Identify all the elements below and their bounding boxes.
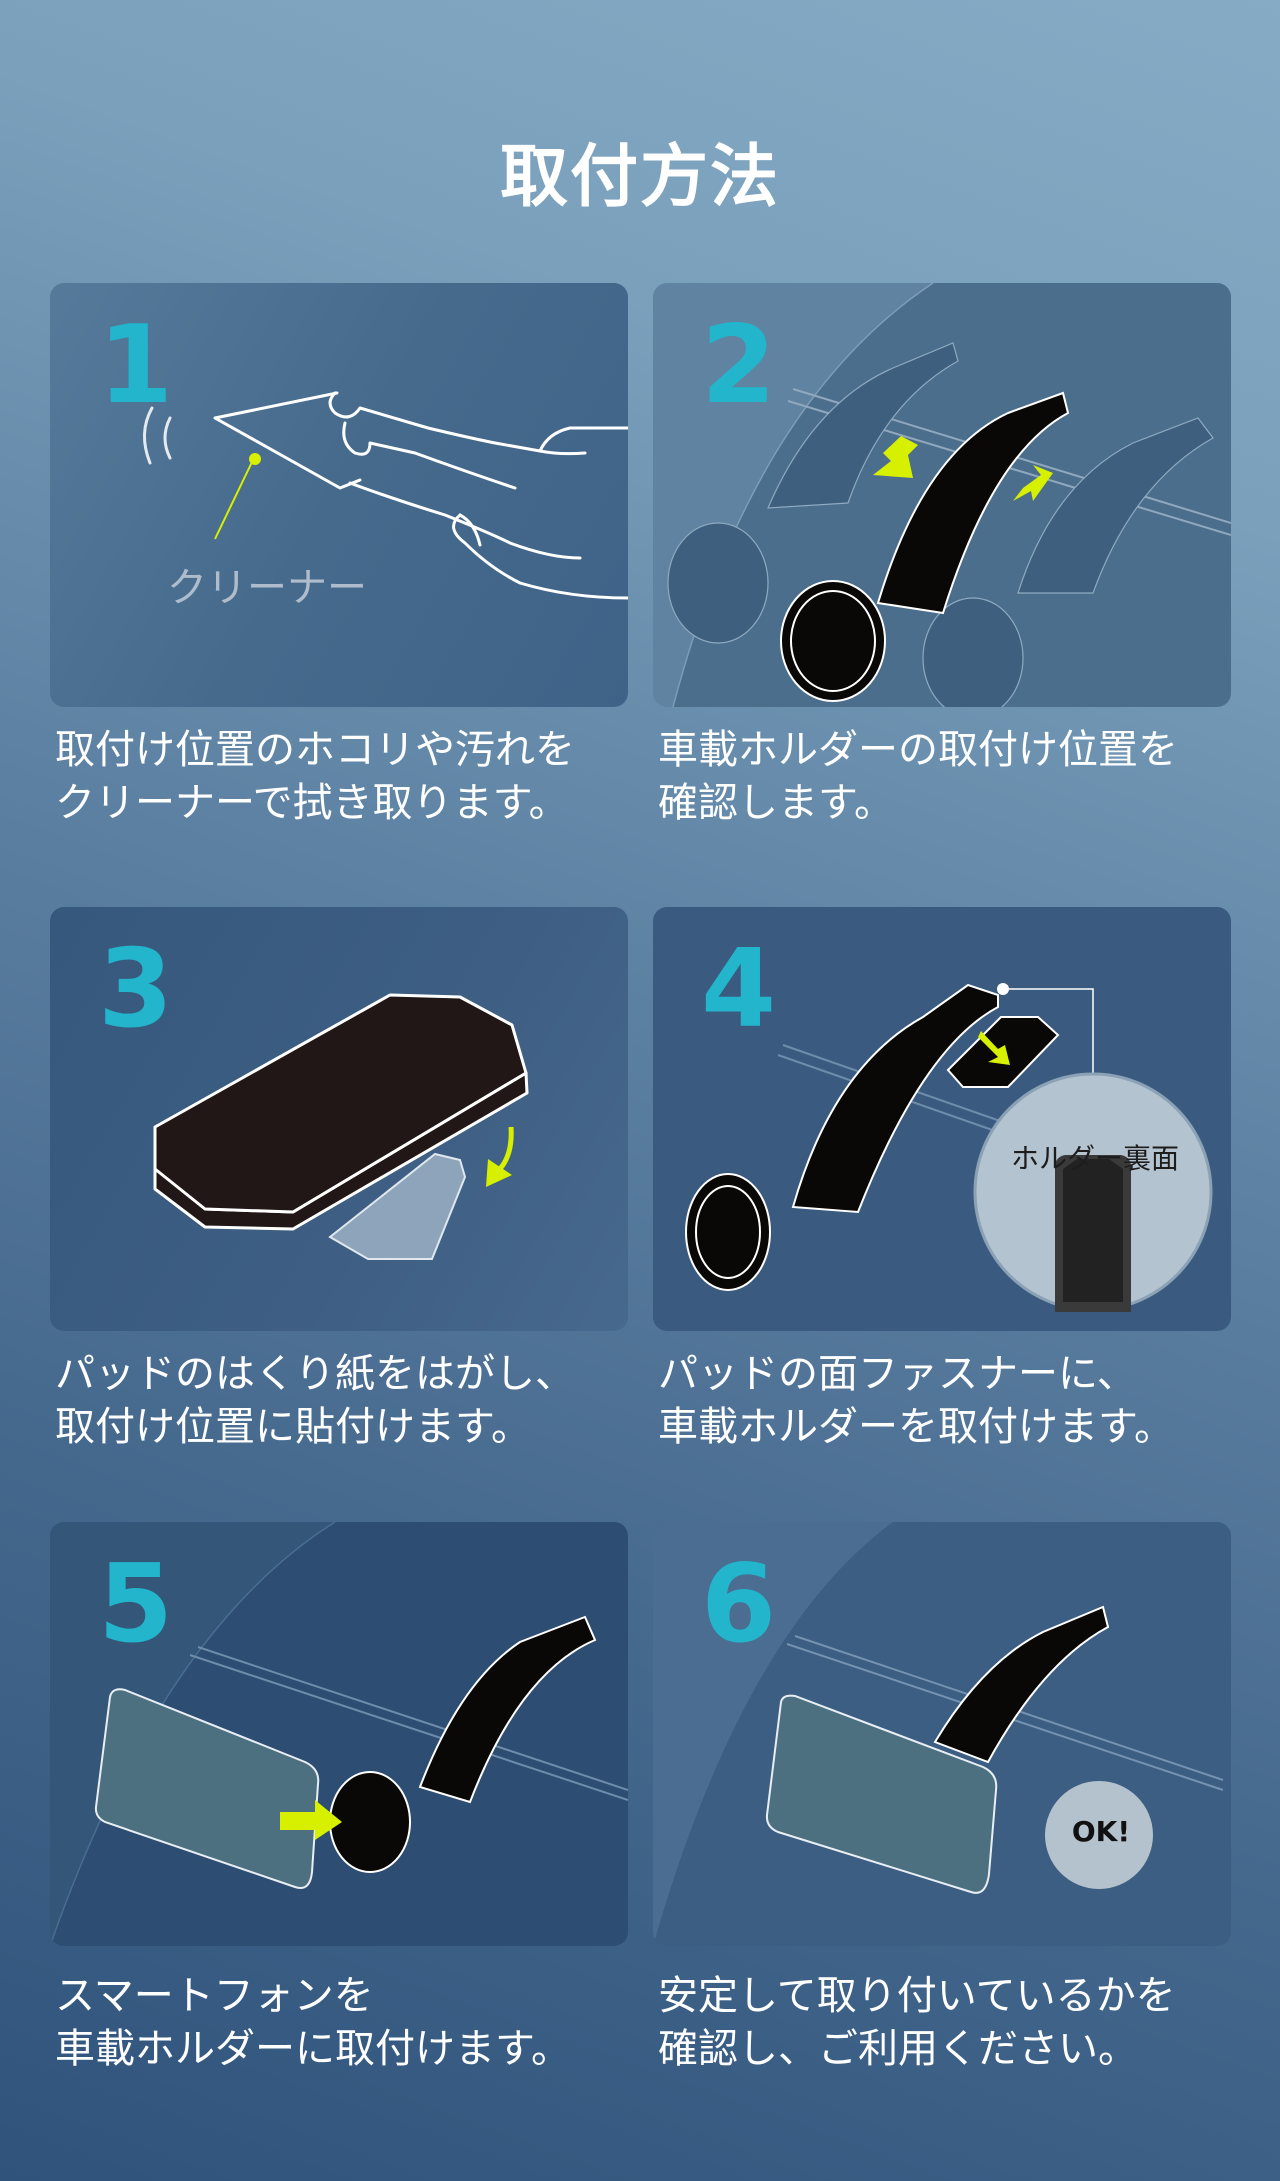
- step-1-panel: 1 クリーナー: [50, 283, 628, 707]
- caption-line: 車載ホルダーの取付け位置を: [658, 727, 1178, 773]
- step-2-panel: 2: [653, 283, 1231, 707]
- step-number: 3: [98, 927, 174, 1052]
- caption-line: 安定して取り付いているかを: [658, 1973, 1176, 2019]
- step-6-panel: 6 OK!: [653, 1522, 1231, 1946]
- attach-holder-illustration: [685, 983, 1213, 1312]
- caption-line: パッドのはくり紙をはがし、: [55, 1351, 575, 1397]
- caption-line: 車載ホルダーに取付けます。: [55, 2026, 571, 2072]
- step-5-panel: 5: [50, 1522, 628, 1946]
- step-3-panel: 3: [50, 907, 628, 1331]
- phone-mounted-illustration: [653, 1522, 1224, 1946]
- caption-line: クリーナーで拭き取ります。: [55, 780, 569, 826]
- attach-phone-illustration: [50, 1522, 628, 1946]
- step-4-caption: パッドの面ファスナーに、 車載ホルダーを取付けます。: [658, 1348, 1174, 1454]
- step-1-caption: 取付け位置のホコリや汚れを クリーナーで拭き取ります。: [55, 724, 575, 830]
- caption-line: スマートフォンを: [55, 1973, 374, 2019]
- step-number: 1: [98, 303, 174, 428]
- caption-line: 車載ホルダーを取付けます。: [658, 1404, 1174, 1450]
- step-6-caption: 安定して取り付いているかを 確認し、ご利用ください。: [658, 1970, 1176, 2076]
- step-4-panel: 4 ホルダー裏面: [653, 907, 1231, 1331]
- step-5-caption: スマートフォンを 車載ホルダーに取付けます。: [55, 1970, 571, 2076]
- caption-line: パッドの面ファスナーに、: [658, 1351, 1137, 1397]
- step-number: 5: [98, 1542, 174, 1667]
- step-3-caption: パッドのはくり紙をはがし、 取付け位置に貼付けます。: [55, 1348, 575, 1454]
- caption-line: 確認し、ご利用ください。: [658, 2026, 1138, 2072]
- pad-peel-illustration: [153, 993, 529, 1260]
- cleaner-label: クリーナー: [167, 565, 367, 611]
- step-number: 2: [701, 303, 777, 428]
- ok-bubble-label: OK!: [1071, 1815, 1131, 1848]
- step-number: 6: [701, 1542, 777, 1667]
- holder-position-illustration: [667, 283, 1231, 707]
- step-number: 4: [701, 927, 777, 1052]
- caption-line: 取付け位置のホコリや汚れを: [55, 727, 575, 773]
- caption-line: 取付け位置に貼付けます。: [55, 1404, 531, 1450]
- page-title: 取付方法: [499, 138, 780, 217]
- caption-line: 確認します。: [658, 780, 894, 826]
- hand-wiping-illustration: [143, 391, 628, 600]
- step-2-caption: 車載ホルダーの取付け位置を 確認します。: [658, 724, 1178, 830]
- holder-back-label: ホルダー裏面: [1011, 1142, 1180, 1175]
